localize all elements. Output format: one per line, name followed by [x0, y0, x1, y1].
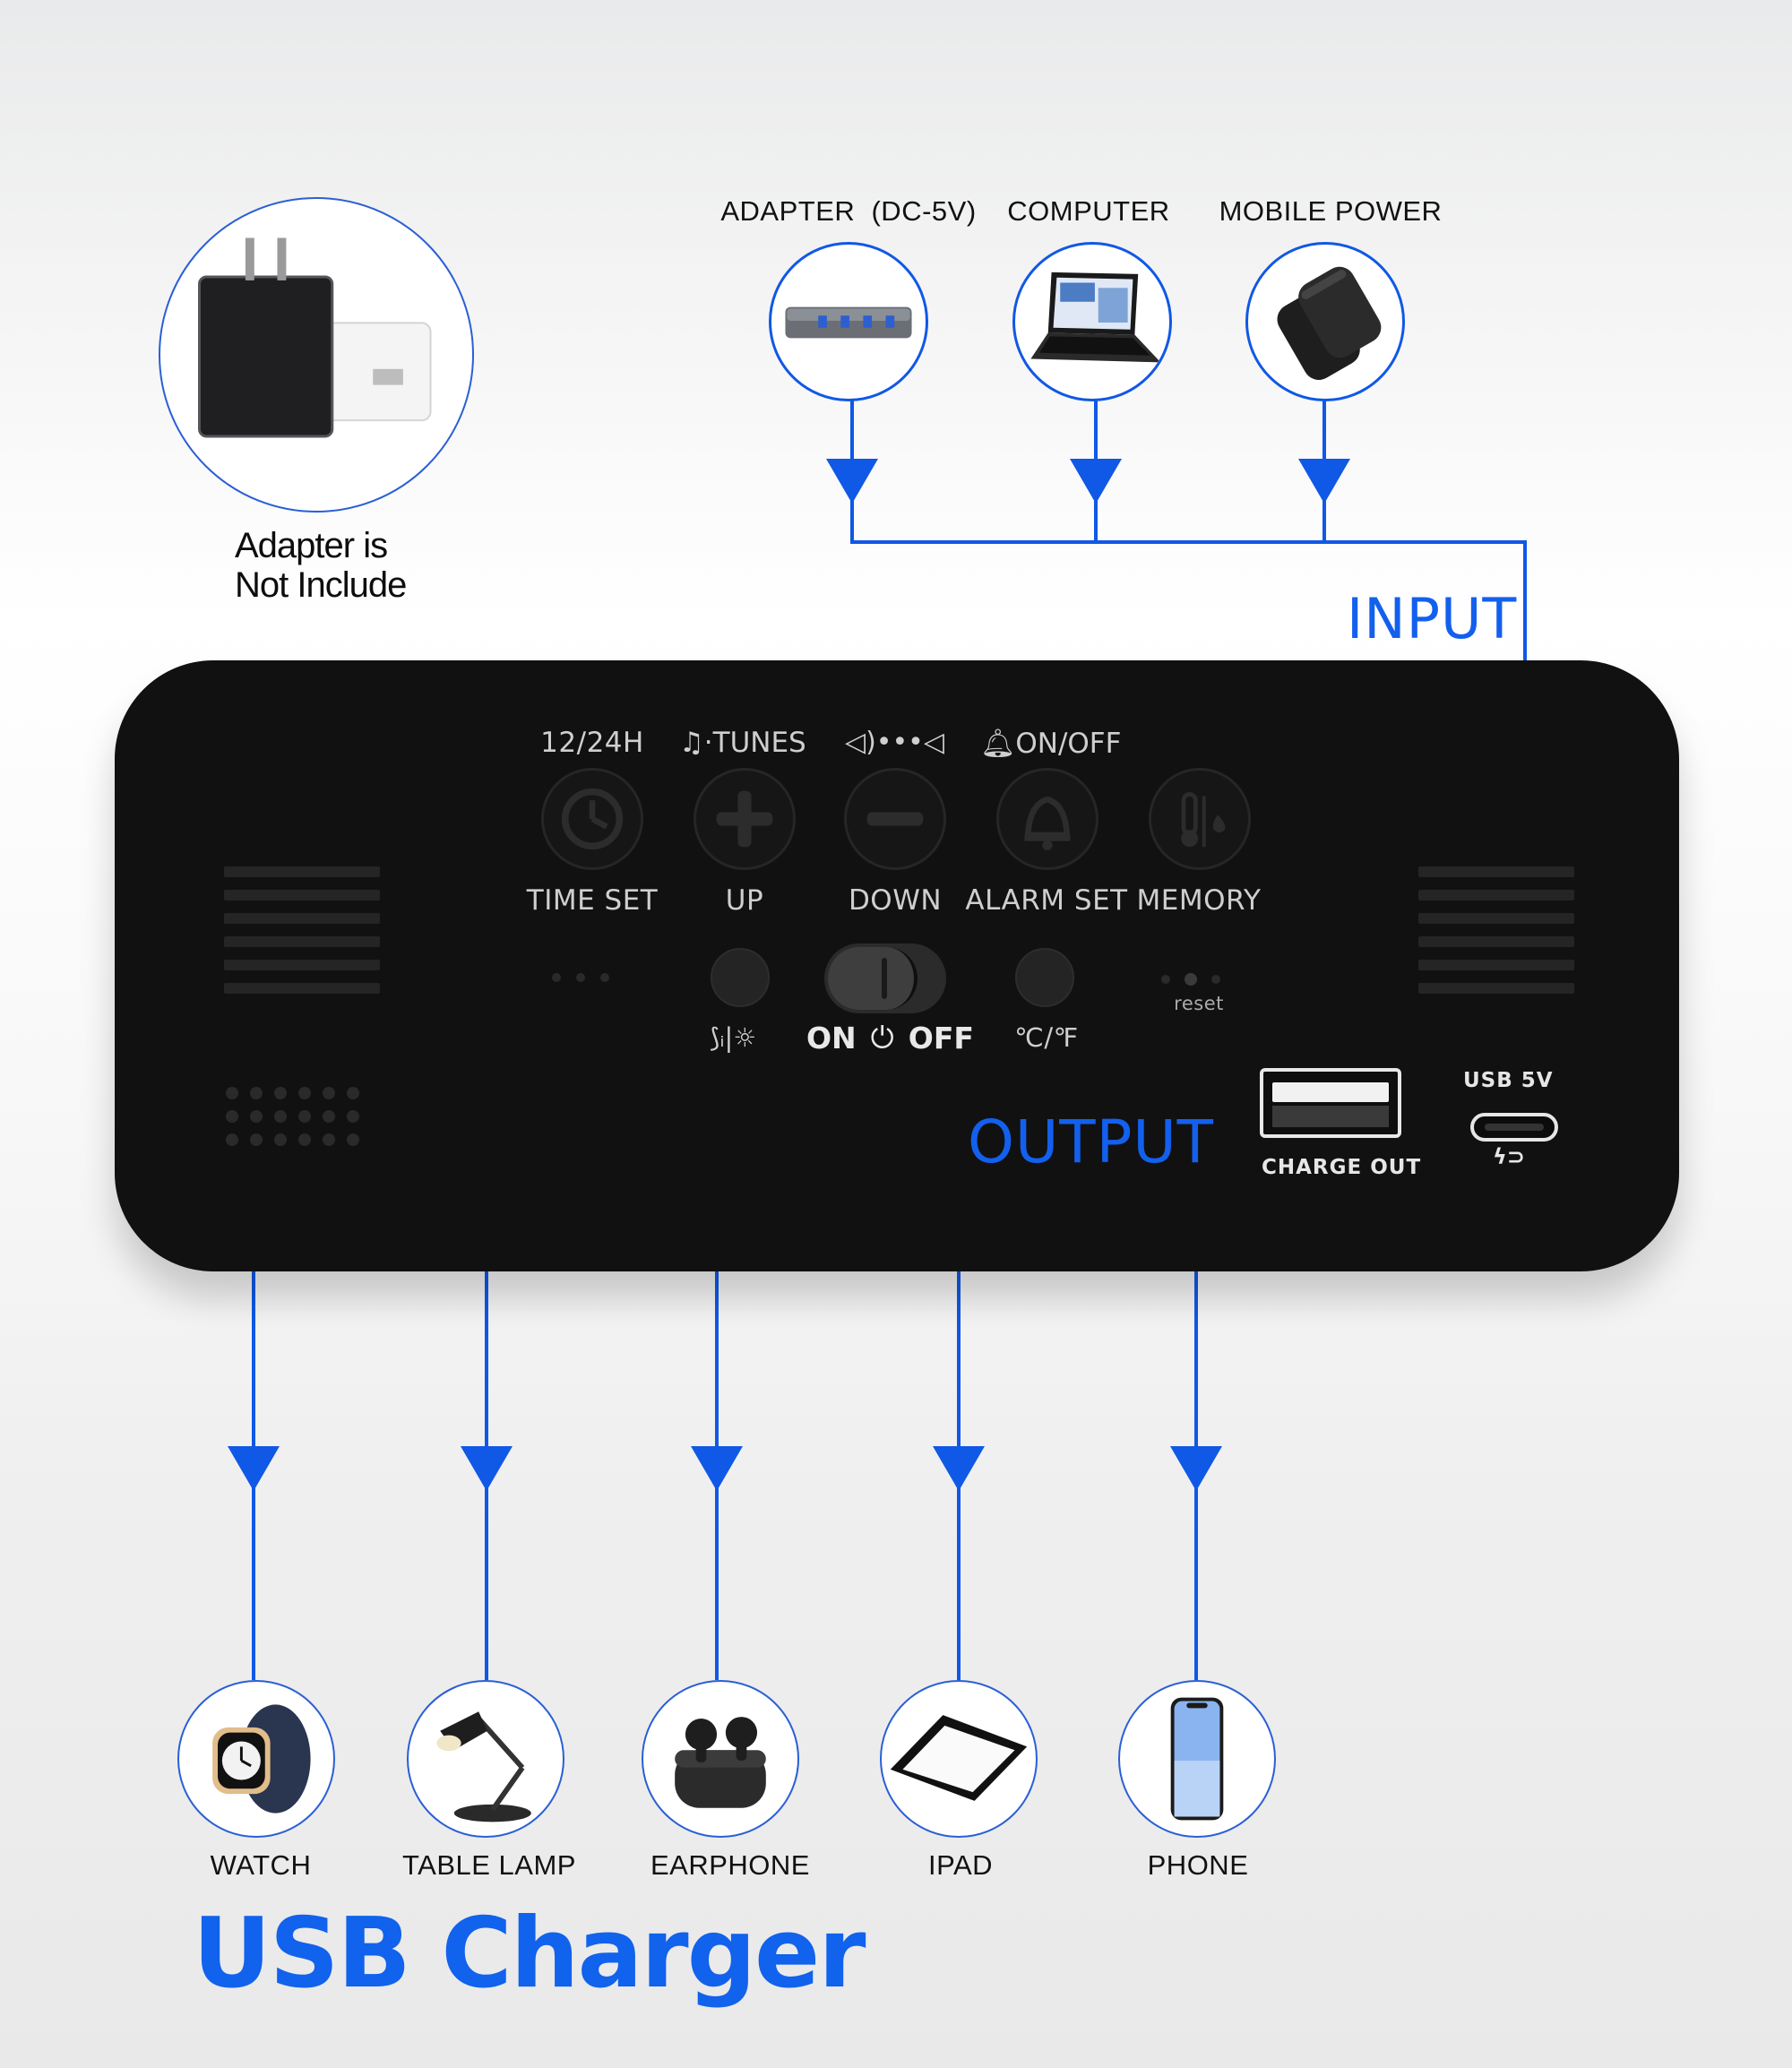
- label-down: DOWN: [848, 884, 943, 917]
- speaker-loud-icon: ◁): [845, 727, 876, 758]
- tablet-icon: [890, 1715, 1028, 1801]
- device-circle-ipad: [880, 1680, 1038, 1838]
- charging-symbol-icon: ϟ⊃: [1493, 1144, 1525, 1169]
- laptop-icon: [1030, 271, 1161, 363]
- thermometer-humidity-icon: [1181, 792, 1226, 848]
- bell-icon: 🔔︎: [980, 728, 1016, 760]
- plus-icon: [716, 790, 773, 848]
- input-label: INPUT: [1347, 586, 1518, 651]
- label-alarm-on-off: 🔔︎ON/OFF: [980, 727, 1133, 760]
- temperature-unit-button[interactable]: [1015, 948, 1074, 1007]
- charge-out-label: CHARGE OUT: [1262, 1156, 1422, 1179]
- charge-out-usb-port[interactable]: [1260, 1068, 1401, 1138]
- alarm-set-button[interactable]: [996, 768, 1098, 870]
- label-switch: ON ⏻ OFF: [806, 1020, 974, 1056]
- brightness-button[interactable]: [711, 948, 770, 1007]
- time-set-button[interactable]: [541, 768, 643, 870]
- reset-hole[interactable]: [1161, 973, 1220, 986]
- output-label: OUTPUT: [968, 1107, 1214, 1176]
- device-label-phone: PHONE: [1147, 1849, 1249, 1881]
- alarm-bell-icon: [1024, 796, 1071, 851]
- label-12-24h: 12/24H: [540, 727, 644, 759]
- right-speaker-vent: [1418, 866, 1574, 1006]
- down-button[interactable]: [844, 768, 946, 870]
- device-label-watch: WATCH: [210, 1849, 312, 1881]
- usb-c-input-port[interactable]: [1470, 1113, 1558, 1142]
- label-brightness: ⟆ᵢ|☼: [710, 1022, 757, 1053]
- power-switch[interactable]: [824, 944, 946, 1013]
- adapter-note: Adapter is Not Include: [235, 526, 407, 605]
- speaker-quiet-icon: ◁: [923, 727, 944, 758]
- clock-icon: [561, 788, 624, 850]
- power-bank-icon: [1277, 266, 1382, 381]
- label-memory: MEMORY: [1136, 884, 1262, 917]
- alarm-clock-back-panel: 12/24H ♫·TUNES ◁)•••◁ 🔔︎ON/OFF TIME SET …: [115, 660, 1679, 1271]
- label-time-set: TIME SET: [526, 884, 659, 917]
- device-circle-phone: [1118, 1680, 1276, 1838]
- source-label-adapter: ADAPTER (DC-5V): [720, 195, 977, 227]
- source-circle-adapter: [769, 242, 928, 401]
- memory-button[interactable]: [1149, 768, 1251, 870]
- earbuds-icon: [675, 1717, 766, 1808]
- usb-5v-label: USB 5V: [1463, 1069, 1554, 1092]
- device-circle-earphone: [642, 1680, 799, 1838]
- light-sensor-icon: ⟆ᵢ: [710, 1022, 725, 1053]
- label-tunes: ♫·TUNES: [679, 727, 814, 759]
- minus-icon: [866, 812, 924, 826]
- headline: USB Charger: [193, 1898, 866, 2010]
- device-circle-table-lamp: [407, 1680, 564, 1838]
- source-label-computer: COMPUTER: [1007, 195, 1170, 227]
- power-icon: ⏻: [870, 1020, 894, 1055]
- label-temperature-unit: ℃/℉: [1014, 1022, 1079, 1053]
- up-button[interactable]: [694, 768, 796, 870]
- label-reset: reset: [1174, 993, 1224, 1014]
- label-alarm-set: ALARM SET: [965, 884, 1128, 917]
- volume-icons: ◁)•••◁: [845, 727, 944, 758]
- left-dot-grid: [226, 1087, 359, 1146]
- left-speaker-vent: [224, 866, 380, 1006]
- indicator-dots: [552, 973, 609, 982]
- switch-on-label: ON: [806, 1020, 857, 1056]
- wall-adapter-icon: [198, 237, 432, 438]
- device-label-table-lamp: TABLE LAMP: [402, 1849, 576, 1881]
- tunes-text: TUNES: [712, 727, 806, 759]
- desk-lamp-icon: [436, 1711, 531, 1822]
- source-circle-computer: [1012, 242, 1172, 401]
- label-up: UP: [725, 884, 764, 917]
- usb-hub-icon: [785, 306, 912, 339]
- power-switch-knob: [828, 947, 918, 1010]
- switch-off-label: OFF: [908, 1020, 974, 1056]
- phone-icon: [1170, 1697, 1224, 1821]
- smartwatch-icon: [212, 1704, 311, 1814]
- source-label-mobile-power: MOBILE POWER: [1219, 195, 1443, 227]
- music-note-icon: ♫·: [679, 727, 713, 759]
- device-label-earphone: EARPHONE: [650, 1849, 810, 1881]
- source-circle-mobile-power: [1245, 242, 1405, 401]
- on-off-text: ON/OFF: [1015, 728, 1122, 760]
- adapter-circle: [159, 197, 474, 513]
- device-label-ipad: IPAD: [927, 1849, 994, 1881]
- device-circle-watch: [177, 1680, 335, 1838]
